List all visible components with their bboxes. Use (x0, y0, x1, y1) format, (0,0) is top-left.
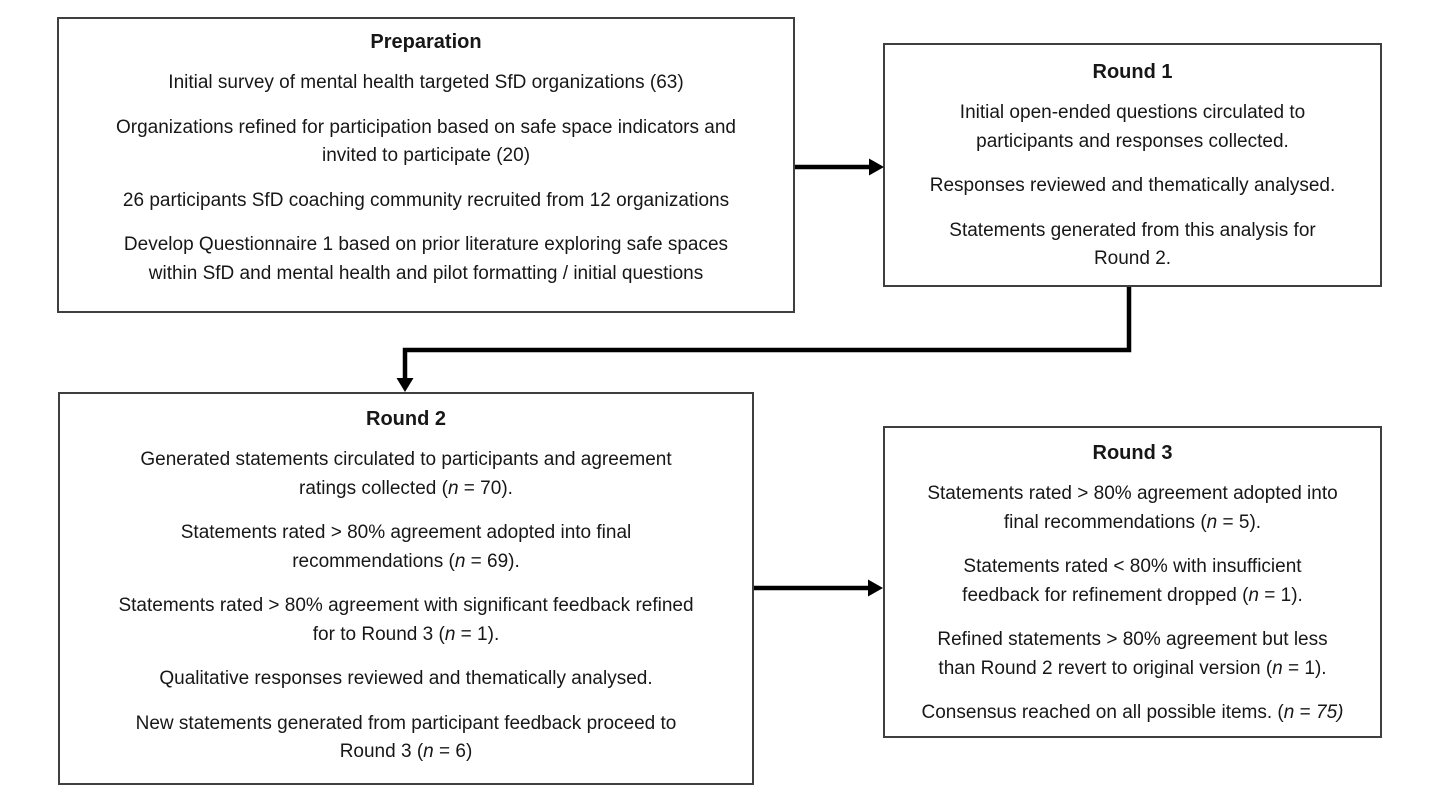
box-paragraph: New statements generated from participan… (135, 712, 677, 763)
box-paragraph: Refined statements > 80% agreement but l… (937, 629, 1328, 679)
box-paragraph: Statements rated > 80% agreement adopted… (180, 522, 632, 572)
box-paragraph: Responses reviewed and thematically anal… (929, 175, 1336, 196)
arrow-preparation-to-round1 (795, 158, 884, 176)
box-paragraph: Develop Questionnaire 1 based on prior l… (123, 234, 729, 284)
box-title: Preparation (370, 31, 482, 53)
box-body: Initial survey of mental health targeted… (71, 69, 781, 288)
box-title: Round 1 (1092, 61, 1173, 83)
box-body: Statements rated > 80% agreement adopted… (895, 480, 1370, 728)
box-paragraph: 26 participants SfD coaching community r… (122, 189, 730, 211)
box-paragraph: Generated statements circulated to parti… (140, 449, 672, 499)
arrow-round2-to-round3 (754, 579, 883, 597)
arrowhead-right-icon (868, 579, 883, 597)
box-paragraph: Statements generated from this analysis … (949, 219, 1316, 270)
arrowhead-right-icon (869, 158, 884, 176)
box-paragraph: Qualitative responses reviewed and thema… (159, 668, 653, 689)
box-paragraph: Statements rated > 80% agreement adopted… (927, 483, 1338, 533)
box-body: Initial open-ended questions circulated … (895, 99, 1370, 274)
box-round-2: Round 2 Generated statements circulated … (58, 392, 754, 785)
box-paragraph: Statements rated > 80% agreement with si… (118, 595, 694, 645)
box-paragraph: Consensus reached on all possible items.… (921, 702, 1344, 723)
arrowhead-down-icon (396, 378, 414, 392)
box-title: Round 2 (366, 408, 446, 430)
box-title: Round 3 (1092, 442, 1173, 464)
box-body: Generated statements circulated to parti… (72, 446, 740, 767)
box-paragraph: Initial survey of mental health targeted… (168, 72, 684, 93)
box-paragraph: Organizations refined for participation … (116, 116, 736, 167)
box-paragraph: Statements rated < 80% with insufficient… (962, 556, 1303, 606)
box-preparation: Preparation Initial survey of mental hea… (57, 17, 795, 313)
box-round-1: Round 1 Initial open-ended questions cir… (883, 43, 1382, 287)
box-paragraph: Initial open-ended questions circulated … (959, 102, 1306, 152)
box-round-3: Round 3 Statements rated > 80% agreement… (883, 426, 1382, 738)
